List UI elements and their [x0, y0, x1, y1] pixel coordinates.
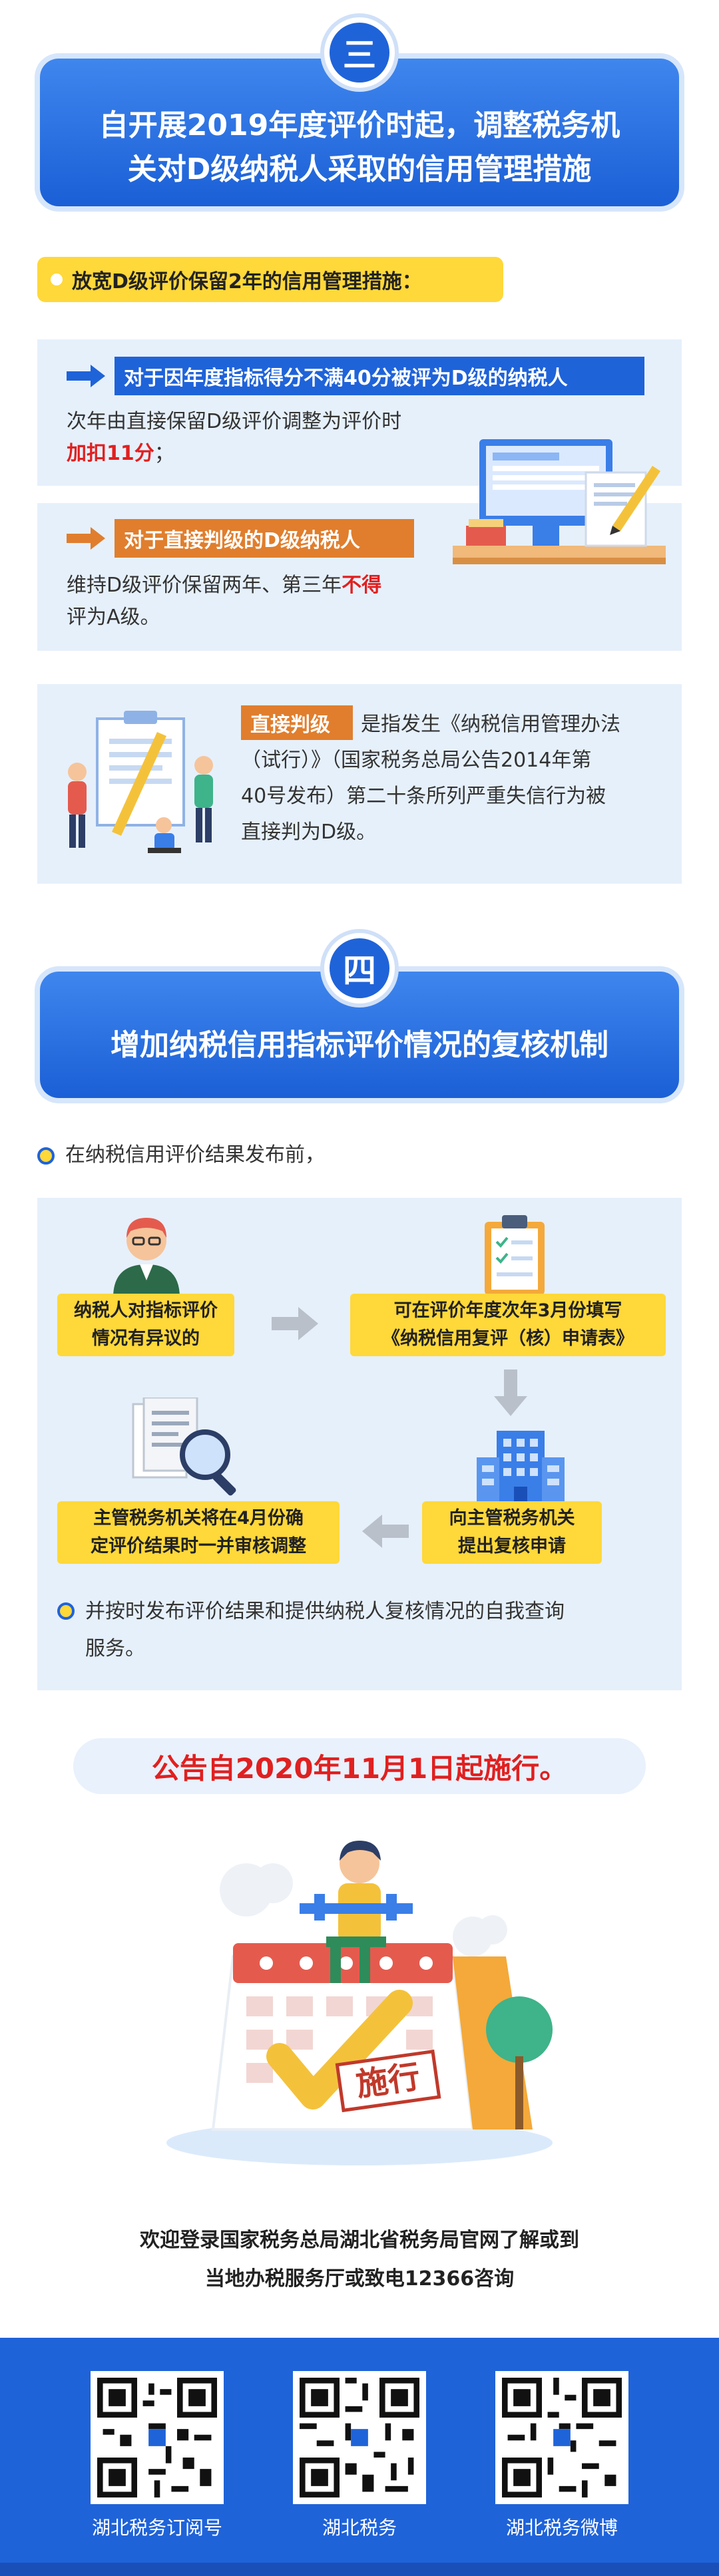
- flow-step3: 向主管税务机关提出复核申请: [422, 1501, 602, 1564]
- qr-code-subscription[interactable]: 湖北税务订阅号: [91, 2371, 224, 2540]
- definition-line4: 直接判为D级。: [241, 821, 377, 844]
- case1-suffix: ；: [154, 442, 174, 465]
- flow-step4: 主管税务机关将在4月份确定评价结果时一并审核调整: [57, 1501, 340, 1564]
- definition-line1: 是指发生《纳税信用管理办法: [361, 713, 620, 736]
- definition-text: 是指发生《纳税信用管理办法 （试行）》（国家税务总局公告2014年第 40号发布…: [241, 707, 674, 850]
- flow-step1: 纳税人对指标评价情况有异议的: [57, 1294, 234, 1356]
- section3-title-line2: 关对D级纳税人采取的信用管理措施: [127, 152, 592, 186]
- effective-date-notice: 公告自2020年11月1日起施行。: [73, 1738, 646, 1794]
- welcome-line2: 当地办税服务厅或致电12366咨询: [204, 2267, 515, 2291]
- section4-title: 增加纳税信用指标评价情况的复核机制: [111, 1028, 608, 1062]
- arrow-right-icon: [272, 1307, 318, 1340]
- arrow-down-icon: [494, 1370, 527, 1416]
- also-publish-line1: 并按时发布评价结果和提供纳税人复核情况的自我查询: [85, 1600, 565, 1623]
- flow-step2: 可在评价年度次年3月份填写《纳税信用复评（核）申请表》: [350, 1294, 666, 1356]
- relax-heading-text: 放宽D级评价保留2年的信用管理措施：: [72, 270, 422, 293]
- people-illustration: [68, 711, 213, 853]
- calendar-person-illustration: [166, 1841, 553, 2165]
- section4-badge: 四: [324, 933, 395, 1004]
- arrow-right-icon: [67, 365, 105, 387]
- qr-label-weibo: 湖北税务微博: [505, 2517, 618, 2539]
- case1-highlight: 加扣11分: [67, 442, 154, 465]
- flow-step4-line2: 定评价结果时一并审核调整: [91, 1536, 306, 1557]
- also-publish-text: 并按时发布评价结果和提供纳税人复核情况的自我查询 服务。: [85, 1593, 671, 1668]
- qr-label-subscription: 湖北税务订阅号: [91, 2517, 222, 2539]
- case2-line2: 评为A级。: [67, 606, 160, 629]
- qr-label-hubei-tax: 湖北税务: [322, 2517, 397, 2539]
- definition-line2: （试行）》（国家税务总局公告2014年第: [241, 749, 592, 772]
- bullet-dot-icon: [51, 274, 63, 285]
- case2-highlight: 不得: [342, 574, 382, 597]
- clipboard-icon: [485, 1215, 545, 1295]
- flow-step3-line1: 向主管税务机关: [449, 1508, 575, 1529]
- qr-code-hubei-tax[interactable]: 湖北税务: [293, 2371, 426, 2540]
- before-publish-text: 在纳税信用评价结果发布前，: [65, 1143, 325, 1167]
- flow-step3-line2: 提出复核申请: [458, 1536, 566, 1557]
- definition-tag: 直接判级: [241, 705, 353, 740]
- arrow-left-icon: [362, 1515, 409, 1548]
- tax-office-building-icon: [477, 1431, 565, 1504]
- person-icon: [113, 1218, 180, 1298]
- also-publish-line2: 服务。: [85, 1637, 145, 1660]
- welcome-line1: 欢迎登录国家税务总局湖北省税务局官网了解或到: [140, 2229, 579, 2252]
- case1-line1: 次年由直接保留D级评价调整为评价时: [67, 410, 402, 433]
- section3-title-line1: 自开展2019年度评价时起，调整税务机: [99, 108, 620, 142]
- qr-code-icon: [495, 2371, 628, 2504]
- qr-code-icon: [91, 2371, 224, 2504]
- computer-illustration: [453, 439, 666, 564]
- definition-line3: 40号发布）第二十条所列严重失信行为被: [241, 785, 606, 808]
- case2-tag: 对于直接判级的D级纳税人: [115, 519, 414, 558]
- case1-tag: 对于因年度指标得分不满40分被评为D级的纳税人: [115, 357, 644, 395]
- flow-step1-line2: 情况有异议的: [92, 1328, 200, 1349]
- flow-step2-line1: 可在评价年度次年3月份填写: [393, 1300, 622, 1321]
- case2-text: 维持D级评价保留两年、第三年不得 评为A级。: [67, 570, 466, 634]
- flow-step1-line1: 纳税人对指标评价: [74, 1300, 218, 1321]
- bullet-dot-icon: [37, 1147, 55, 1165]
- document-magnifier-icon: [132, 1397, 236, 1496]
- qr-code-icon: [293, 2371, 426, 2504]
- flow-step2-line2: 《纳税信用复评（核）申请表》: [382, 1328, 634, 1349]
- footer-bottom-bar: [0, 2563, 719, 2576]
- case2-line1: 维持D级评价保留两年、第三年: [67, 574, 342, 597]
- welcome-text: 欢迎登录国家税务总局湖北省税务局官网了解或到 当地办税服务厅或致电12366咨询: [0, 2221, 719, 2299]
- relax-heading: 放宽D级评价保留2年的信用管理措施：: [37, 257, 503, 302]
- flow-step4-line1: 主管税务机关将在4月份确: [93, 1508, 304, 1529]
- arrow-right-icon: [67, 527, 105, 550]
- bullet-dot-icon: [57, 1602, 75, 1620]
- qr-code-weibo[interactable]: 湖北税务微博: [495, 2371, 628, 2540]
- case1-text: 次年由直接保留D级评价调整为评价时 加扣11分；: [67, 406, 466, 470]
- section3-badge: 三: [324, 17, 395, 88]
